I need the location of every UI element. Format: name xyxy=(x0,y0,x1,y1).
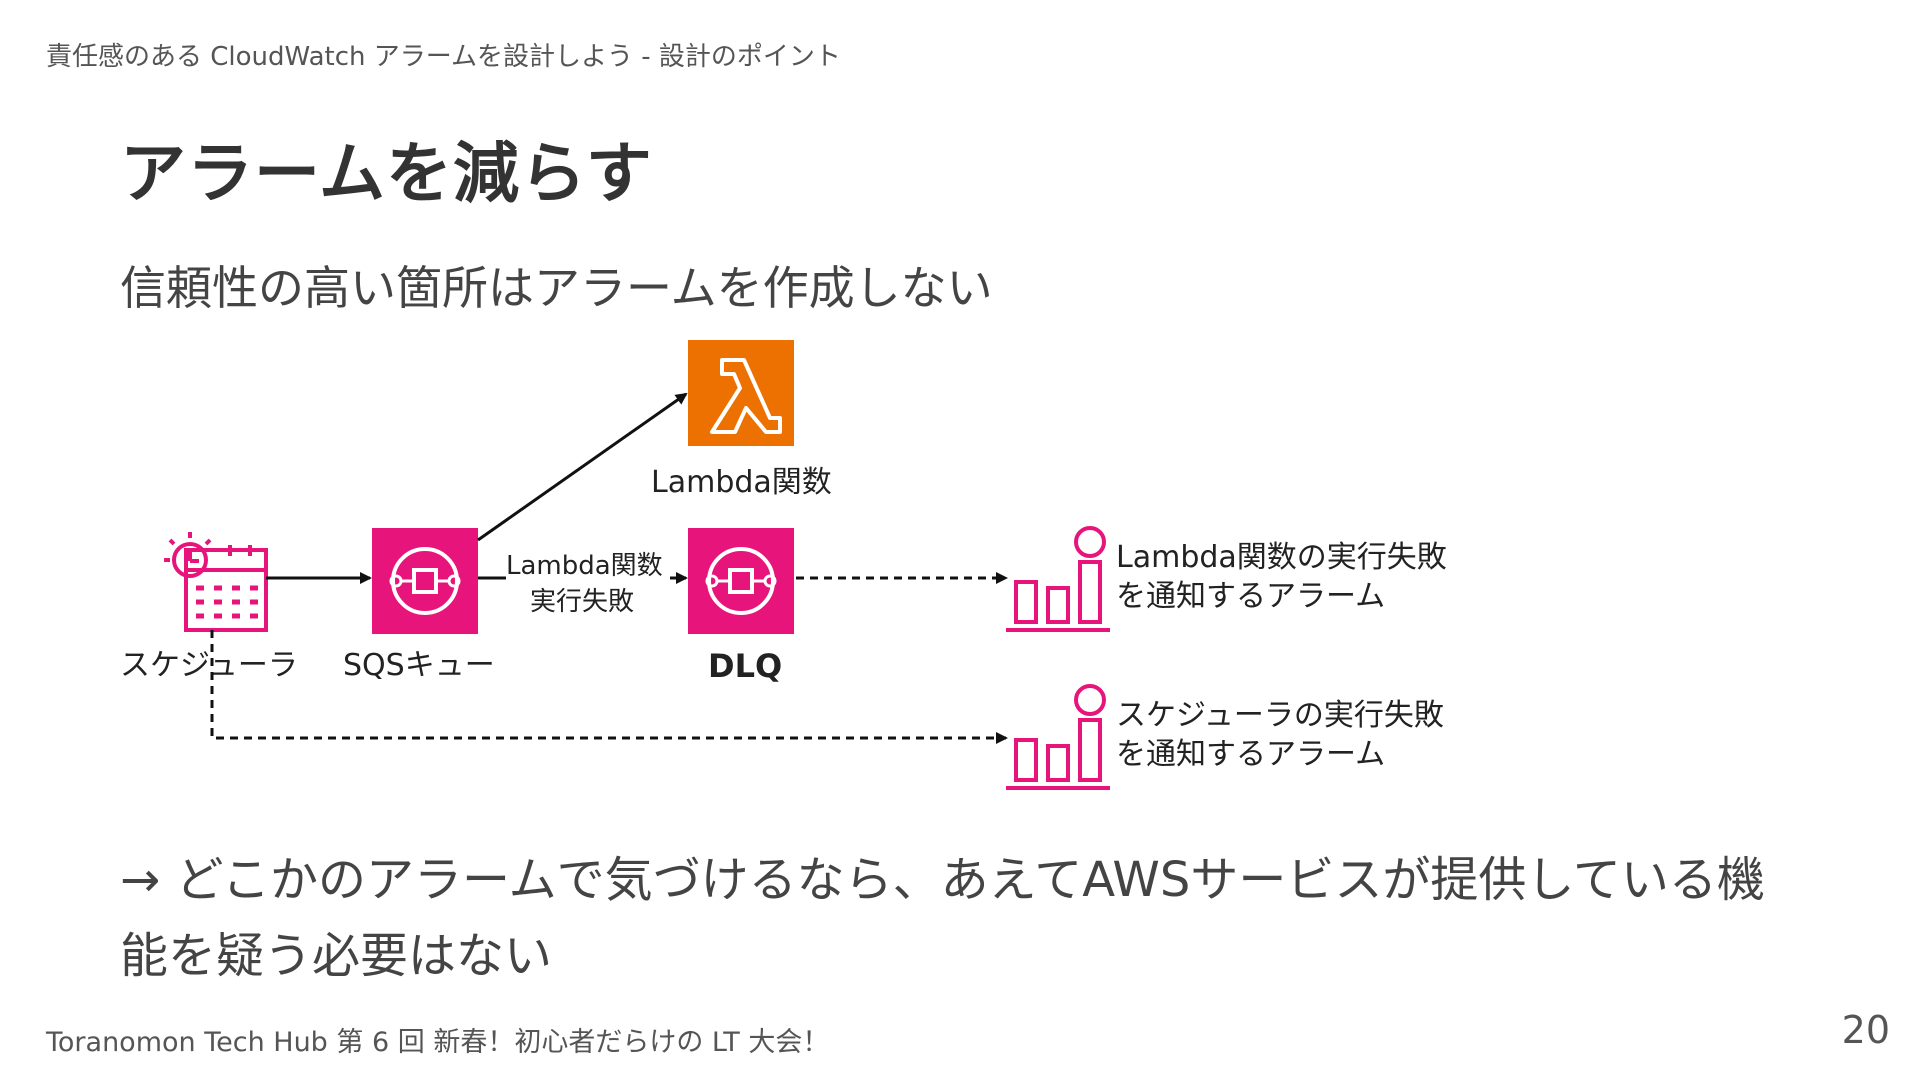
alarm2-label-line2: を通知するアラーム xyxy=(1116,737,1385,772)
scheduler-label: スケジューラ xyxy=(120,648,298,683)
conclusion-line-1: → どこかのアラームで気づけるなら、あえてAWSサービスが提供している機 xyxy=(120,852,1765,908)
alarm2-label-line1: スケジューラの実行失敗 xyxy=(1116,698,1444,733)
edge-label-line2: 実行失敗 xyxy=(530,587,634,617)
page-number: 20 xyxy=(1841,1008,1890,1052)
slide-subtitle: 信頼性の高い箇所はアラームを作成しない xyxy=(120,261,993,315)
arrow-scheduler-to-alarm xyxy=(210,630,1008,744)
lambda-icon xyxy=(688,340,794,446)
dlq-icon xyxy=(688,528,794,634)
sqs-icon xyxy=(372,528,478,634)
conclusion-line-2: 能を疑う必要はない xyxy=(120,928,553,984)
alarm-icon xyxy=(1006,684,1110,790)
alarm1-label-line1: Lambda関数の実行失敗 xyxy=(1116,540,1447,575)
slide-footer: Toranomon Tech Hub 第 6 回 新春！初心者だらけの LT 大… xyxy=(46,1027,830,1058)
dlq-label: DLQ xyxy=(708,647,782,685)
slide-header: 責任感のある CloudWatch アラームを設計しよう - 設計のポイント xyxy=(46,42,841,72)
alarm-icon xyxy=(1006,526,1110,632)
edge-label-line1: Lambda関数 xyxy=(506,551,663,581)
sqs-label: SQSキュー xyxy=(343,648,495,683)
scheduler-icon xyxy=(164,532,268,632)
conclusion-note: → どこかのアラームで気づけるなら、あえてAWSサービスが提供している機 能を疑… xyxy=(120,842,1820,994)
lambda-label: Lambda関数 xyxy=(651,465,832,500)
edge-label-background xyxy=(506,548,670,618)
arrow-sqs-to-lambda xyxy=(477,392,688,542)
slide-title: アラームを減らす xyxy=(120,135,653,212)
alarm1-label-line2: を通知するアラーム xyxy=(1116,579,1385,614)
